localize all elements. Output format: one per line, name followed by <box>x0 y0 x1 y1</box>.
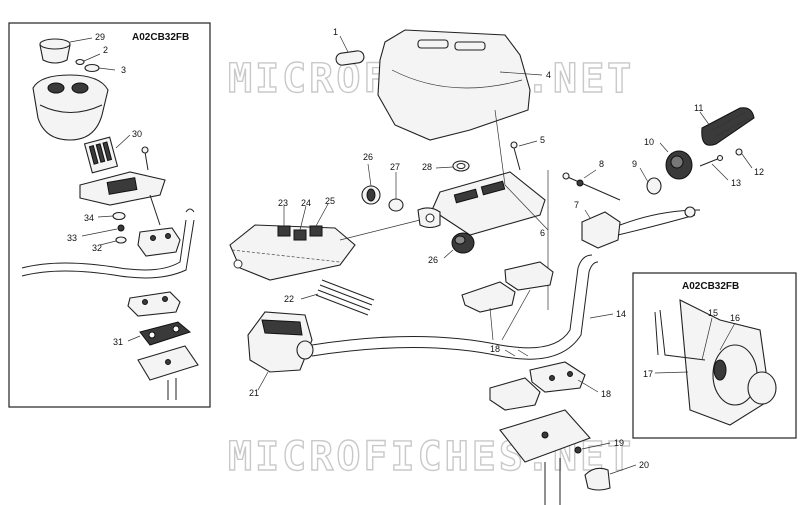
callout-28: 28 <box>422 162 432 172</box>
callout-13: 13 <box>731 178 741 188</box>
callout-16: 16 <box>730 313 740 323</box>
part-11-grip <box>701 107 755 146</box>
part-31-riser <box>139 321 192 346</box>
callout-10: 10 <box>644 137 654 147</box>
callout-22: 22 <box>284 294 294 304</box>
callout-19: 19 <box>614 438 624 448</box>
part-2-screw <box>75 58 85 66</box>
part-26-connector <box>451 232 475 254</box>
left-inset: A02CB32FB <box>8 22 211 408</box>
handlebar-clamp-lower <box>127 291 181 317</box>
part-6-mount-bracket <box>417 171 546 236</box>
part-27-nut <box>388 198 404 212</box>
callout-14: 14 <box>616 309 626 319</box>
handlebar-clamp-upper <box>137 227 181 257</box>
part-3-ring <box>84 63 100 73</box>
part-22-ribbon-cable <box>315 279 375 316</box>
callout-5: 5 <box>540 135 545 145</box>
part-8-throttle-cable <box>562 172 621 201</box>
callout-1: 1 <box>333 27 338 37</box>
headlight-housing <box>32 74 109 141</box>
part-30-switch <box>83 136 119 174</box>
callout-26a: 26 <box>363 152 373 162</box>
part-10-throttle-housing <box>665 150 693 180</box>
part-13-bolt <box>699 157 721 167</box>
part-5-bolt <box>510 141 521 171</box>
part-26-knob-top <box>361 185 381 205</box>
callout-9: 9 <box>632 159 637 169</box>
part-32-washer <box>115 236 127 244</box>
bolt-line <box>144 151 149 171</box>
callout-21: 21 <box>249 388 259 398</box>
callout-23: 23 <box>278 198 288 208</box>
callout-29: 29 <box>95 32 105 42</box>
part-19-nut <box>574 446 582 454</box>
callout-30: 30 <box>132 129 142 139</box>
part-18-clamp-lower <box>489 361 586 411</box>
callout-25: 25 <box>325 196 335 206</box>
part-34-washer <box>112 211 126 221</box>
part-21-left-control <box>247 311 314 373</box>
callout-24: 24 <box>301 198 311 208</box>
part-20-clip <box>584 467 611 491</box>
part-33-nut <box>117 224 125 232</box>
part-18-clamp-upper <box>461 261 554 313</box>
part-24-switch <box>293 229 307 241</box>
throttle-detail <box>654 299 777 426</box>
callout-31: 31 <box>113 337 123 347</box>
part-25-switch <box>309 225 323 237</box>
handlebar-mini <box>21 219 187 271</box>
switch-panel <box>229 224 356 281</box>
part-4-handlebar-cover <box>377 29 531 141</box>
left-inset-frame <box>8 22 211 408</box>
callout-26b: 26 <box>428 255 438 265</box>
callout-18b: 18 <box>601 389 611 399</box>
callout-8: 8 <box>599 159 604 169</box>
left-inset-code: A02CB32FB <box>132 32 189 43</box>
right-inset: A02CB32FB 15 16 17 <box>632 272 797 439</box>
callout-27: 27 <box>390 162 400 172</box>
callout-15: 15 <box>708 308 718 318</box>
callout-32: 32 <box>92 243 102 253</box>
callout-11: 11 <box>694 103 703 113</box>
part-1-pad <box>335 50 365 66</box>
headlight-bracket <box>79 171 166 226</box>
part-29-cap <box>39 38 71 64</box>
callout-17: 17 <box>643 369 653 379</box>
callout-12: 12 <box>754 167 764 177</box>
callout-18a: 18 <box>490 344 500 354</box>
callout-34: 34 <box>84 213 94 223</box>
callout-33: 33 <box>67 233 77 243</box>
callout-3: 3 <box>121 65 126 75</box>
callout-7: 7 <box>574 200 579 210</box>
right-inset-frame <box>632 272 797 439</box>
part-7-brake-master <box>581 206 701 249</box>
part-9-cap <box>646 177 662 195</box>
right-inset-code: A02CB32FB <box>682 281 739 292</box>
part-12-screw <box>735 148 743 156</box>
callout-20: 20 <box>639 460 649 470</box>
callout-2: 2 <box>103 45 108 55</box>
callout-6: 6 <box>540 228 545 238</box>
part-23-switch <box>277 225 291 237</box>
mount-plate <box>137 345 199 400</box>
lower-mount-plate <box>499 409 591 505</box>
callout-4: 4 <box>546 70 551 80</box>
part-14-handlebar <box>311 254 599 360</box>
